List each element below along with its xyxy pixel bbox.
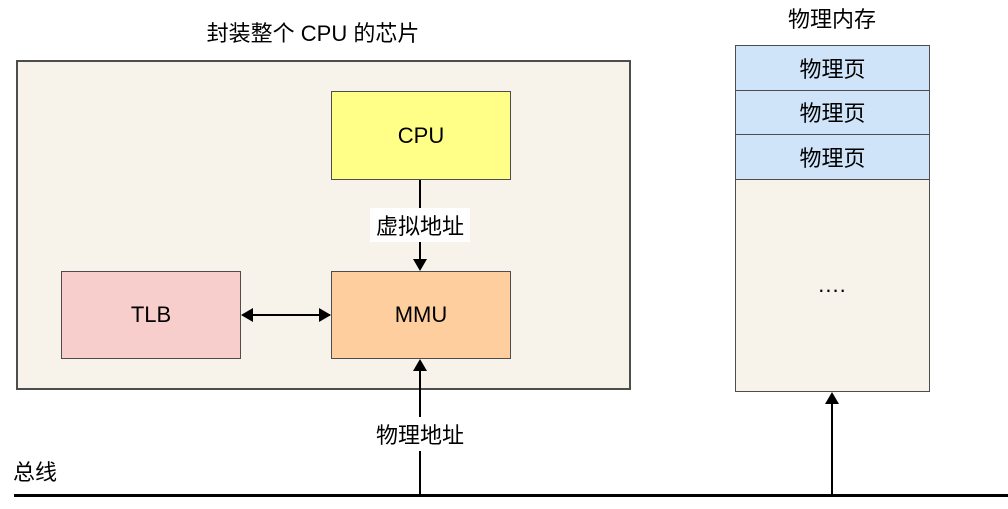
chip-title: 封装整个 CPU 的芯片 (206, 21, 420, 46)
bus-label: 总线 (13, 460, 58, 485)
physical-memory-box: 物理页 物理页 物理页 .... (735, 45, 930, 392)
tlb-mmu-arrow-line (252, 314, 330, 316)
virtual-address-label: 虚拟地址 (369, 208, 471, 242)
arrow-left-icon (241, 308, 253, 322)
physical-page-label: 物理页 (799, 56, 866, 82)
arrow-down-icon (413, 259, 427, 271)
memory-title: 物理内存 (787, 7, 876, 32)
mmu-label: MMU (394, 302, 448, 327)
arrow-right-icon (319, 308, 331, 322)
physical-page-row: 物理页 (736, 135, 929, 180)
tlb-box: TLB (61, 271, 241, 359)
physical-page-row: 物理页 (736, 46, 929, 91)
bus-to-memory-arrow-line (831, 402, 833, 494)
mmu-box: MMU (331, 271, 511, 359)
cpu-label: CPU (397, 122, 445, 148)
physical-page-label: 物理页 (799, 101, 866, 127)
bus-line (14, 494, 1008, 497)
physical-page-label: 物理页 (799, 145, 866, 171)
physical-address-label: 物理地址 (369, 417, 471, 451)
cpu-box: CPU (331, 91, 511, 180)
physical-page-row: 物理页 (736, 90, 929, 135)
memory-ellipsis-area: .... (736, 180, 929, 392)
memory-ellipsis: .... (818, 272, 847, 298)
tlb-label: TLB (130, 302, 172, 327)
arrow-up-icon (413, 359, 427, 371)
arrow-up-icon (825, 392, 839, 404)
